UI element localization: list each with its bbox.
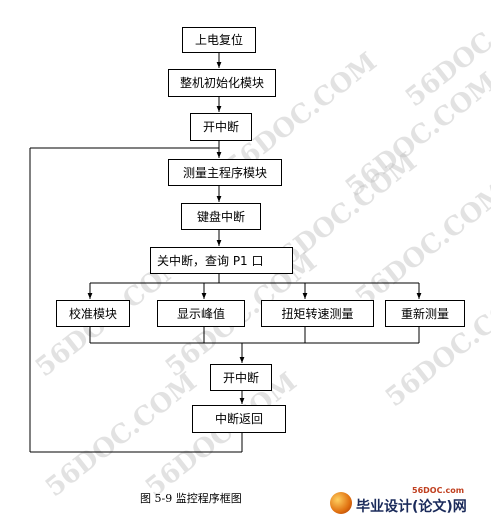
figure-caption: 图 5-9 监控程序框图 bbox=[140, 492, 242, 505]
logo-ball-icon bbox=[330, 492, 352, 514]
calibration-module-box: 校准模块 bbox=[56, 300, 130, 327]
logo-top-text: 56DOC.com bbox=[412, 486, 465, 495]
remeasure-box: 重新测量 bbox=[385, 300, 465, 327]
keyboard-interrupt-box: 键盘中断 bbox=[181, 203, 261, 230]
logo-main-text: 毕业设计(论文)网 bbox=[356, 499, 467, 515]
show-peak-box: 显示峰值 bbox=[157, 300, 245, 327]
site-logo: 56DOC.com 毕业设计(论文)网 bbox=[330, 486, 490, 516]
open-interrupt-2-box: 开中断 bbox=[210, 364, 272, 391]
power-reset-box: 上电复位 bbox=[182, 27, 256, 53]
torque-speed-box: 扭矩转速测量 bbox=[261, 300, 374, 327]
close-interrupt-query-box: 关中断，查询 P1 口 bbox=[150, 247, 293, 274]
open-interrupt-box: 开中断 bbox=[190, 113, 252, 141]
main-program-box: 测量主程序模块 bbox=[168, 159, 282, 186]
init-module-box: 整机初始化模块 bbox=[168, 69, 276, 97]
interrupt-return-box: 中断返回 bbox=[192, 405, 286, 433]
